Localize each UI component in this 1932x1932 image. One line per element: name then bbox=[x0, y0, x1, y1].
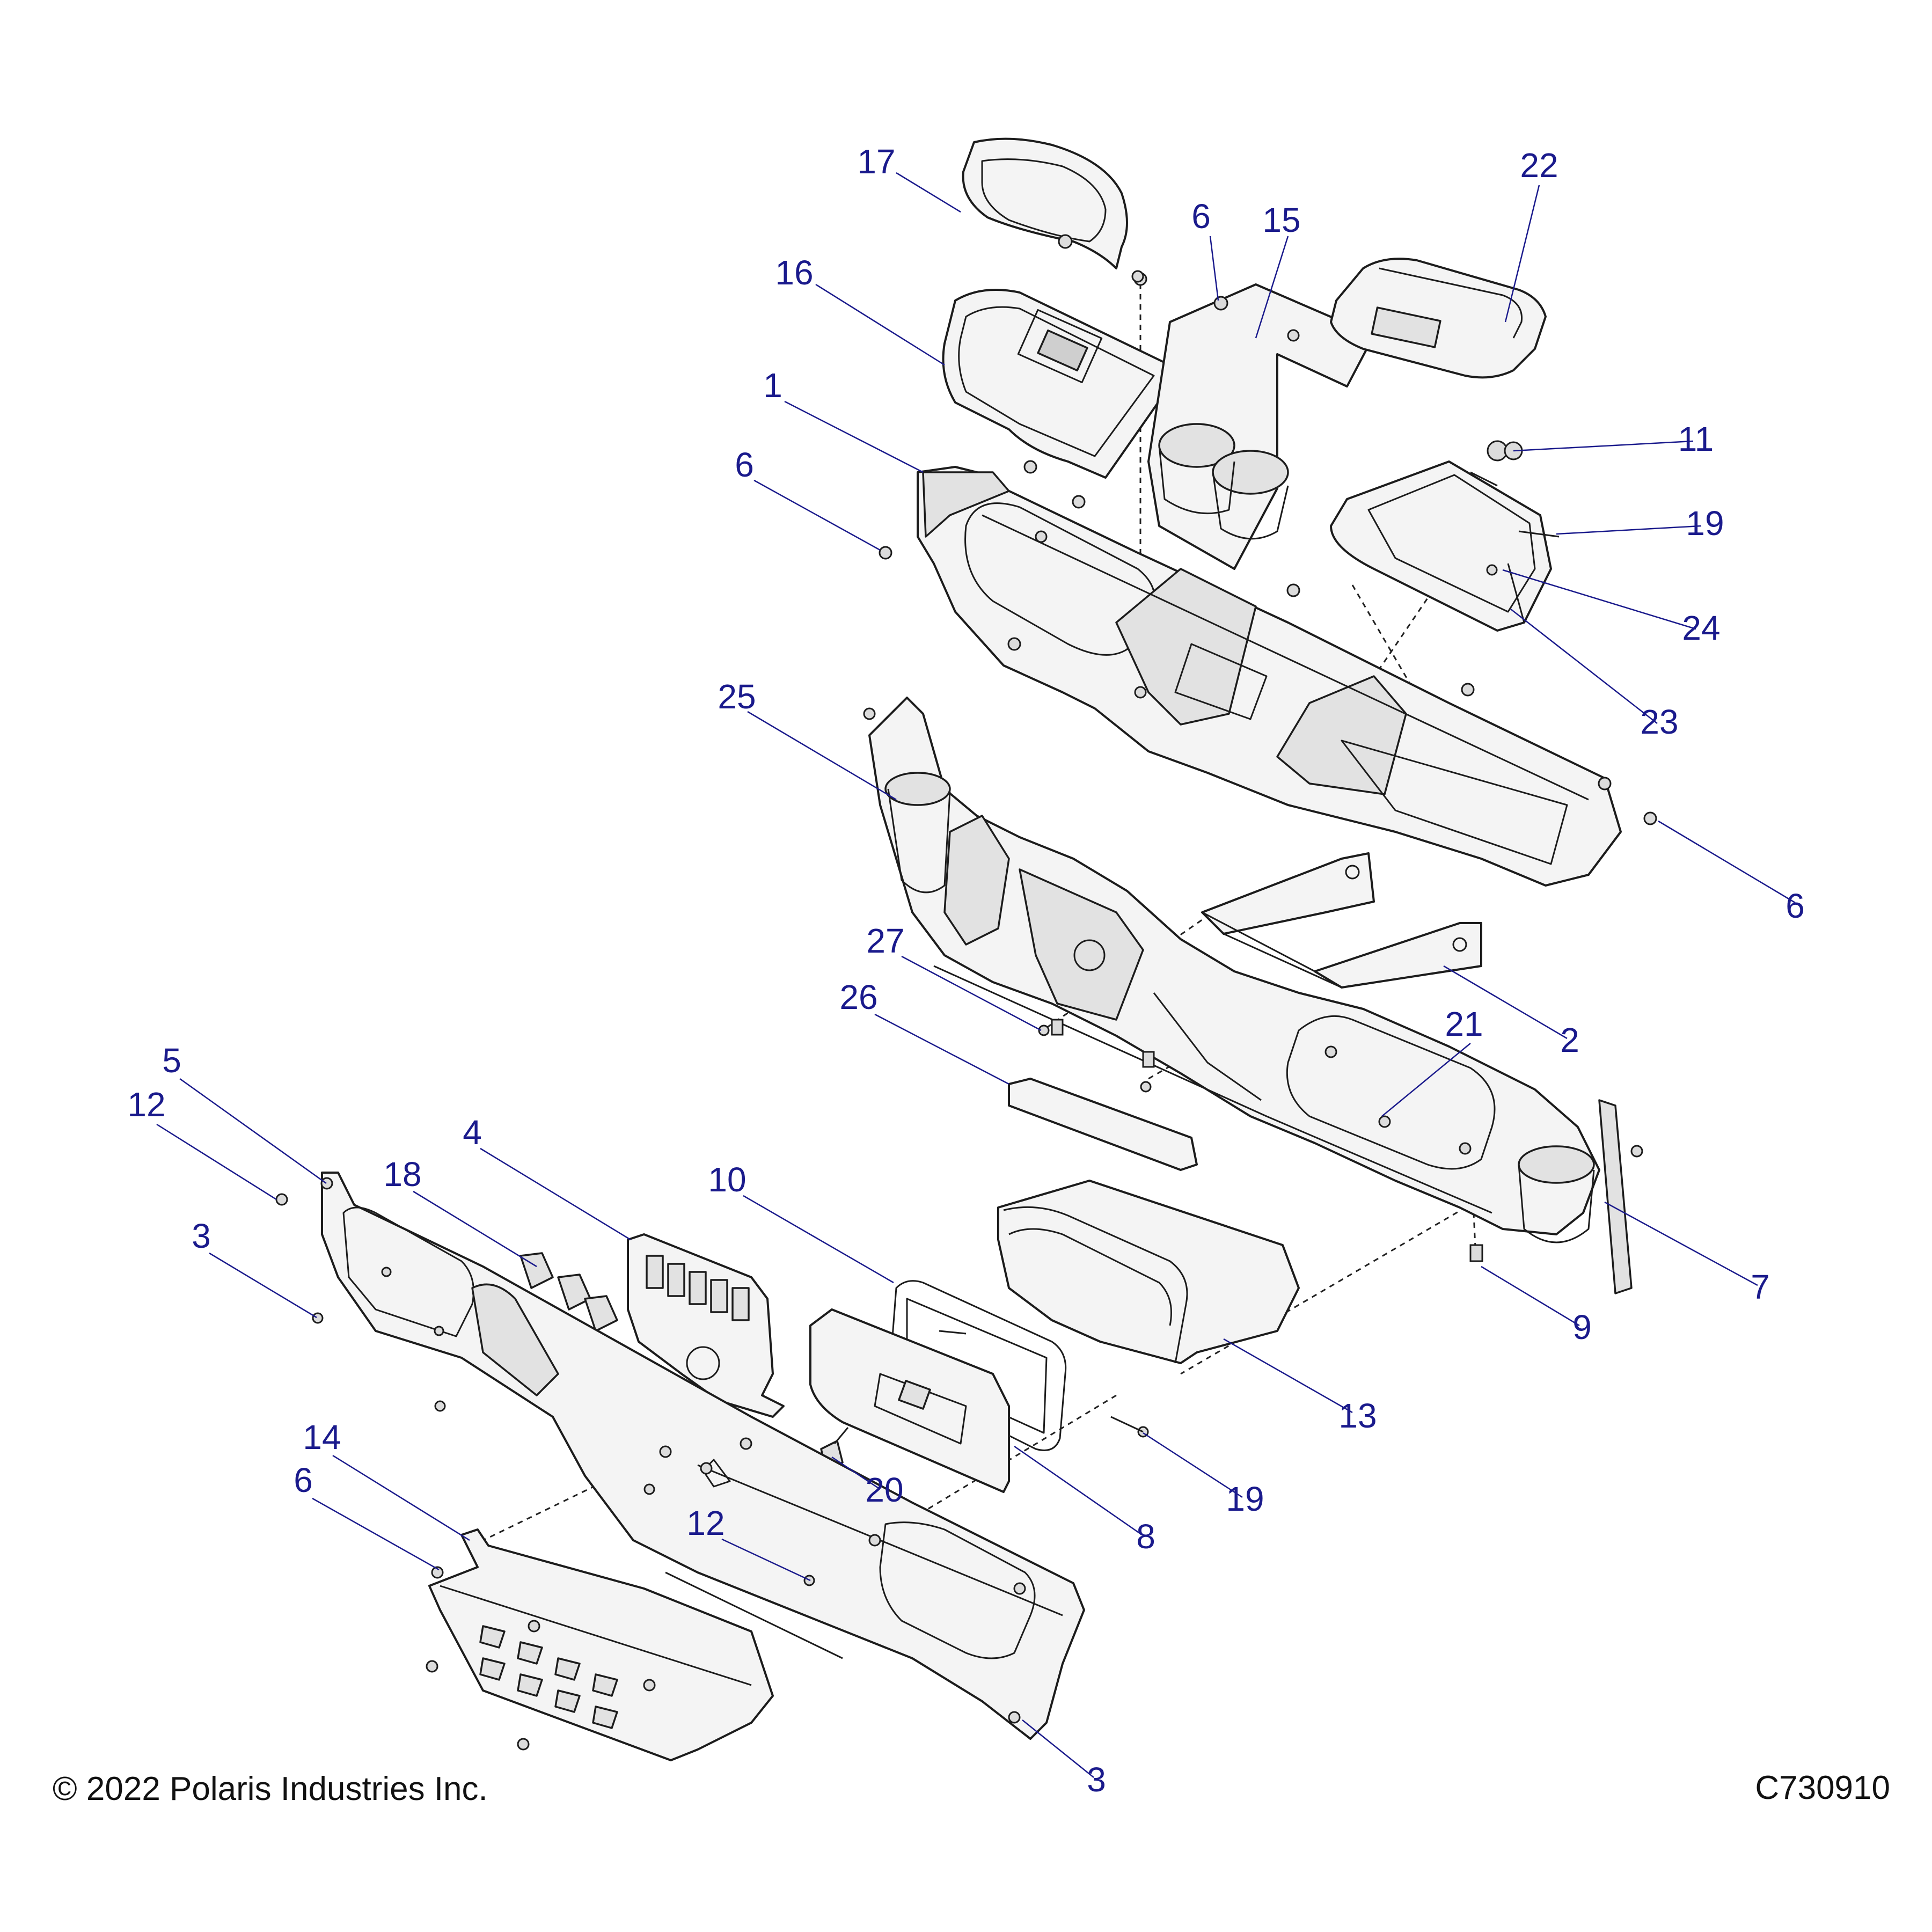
callout-leader-25 bbox=[747, 711, 897, 801]
callout-leader-21 bbox=[1381, 1043, 1471, 1117]
part-16-gauge-housing bbox=[942, 272, 1182, 479]
callout-label-8: 8 bbox=[1136, 1517, 1155, 1556]
callout-label-6: 6 bbox=[1191, 197, 1211, 236]
callout-label-15: 15 bbox=[1262, 201, 1300, 239]
callout-label-12: 12 bbox=[127, 1085, 165, 1124]
part-13-glove-box bbox=[997, 1180, 1300, 1364]
callout-leader-6 bbox=[1209, 236, 1219, 301]
callout-label-18: 18 bbox=[383, 1155, 421, 1194]
callout-label-16: 16 bbox=[775, 253, 813, 292]
part-25-lower-dash-frame bbox=[868, 697, 1633, 1294]
part-8-glove-box-door bbox=[809, 1308, 1010, 1493]
callout-label-26: 26 bbox=[839, 978, 877, 1016]
callout-label-17: 17 bbox=[857, 142, 895, 181]
callout-leader-19 bbox=[1556, 525, 1702, 535]
callout-leader-7 bbox=[1604, 1201, 1758, 1286]
callout-leader-2 bbox=[1443, 965, 1568, 1040]
callout-leader-16 bbox=[815, 283, 945, 366]
callout-leader-19 bbox=[1143, 1432, 1243, 1498]
callout-leader-24 bbox=[1502, 569, 1696, 630]
callout-label-24: 24 bbox=[1682, 609, 1720, 647]
copyright-text: © 2022 Polaris Industries Inc. bbox=[53, 1770, 488, 1807]
callout-leader-17 bbox=[896, 172, 961, 213]
callout-leader-14 bbox=[332, 1454, 470, 1541]
callout-label-6: 6 bbox=[1785, 887, 1805, 925]
callout-label-22: 22 bbox=[1520, 146, 1558, 185]
callout-label-1: 1 bbox=[763, 366, 782, 405]
callout-label-6: 6 bbox=[735, 445, 754, 484]
callout-label-23: 23 bbox=[1640, 702, 1678, 741]
callout-leader-22 bbox=[1504, 185, 1540, 323]
callout-leader-6 bbox=[312, 1497, 440, 1571]
callout-label-25: 25 bbox=[718, 677, 756, 716]
part-22-storage-cover bbox=[1330, 258, 1547, 379]
callout-leader-18 bbox=[413, 1190, 537, 1268]
part-15-cupholder-tray bbox=[1147, 283, 1375, 570]
callout-label-9: 9 bbox=[1572, 1308, 1592, 1346]
callout-leader-12 bbox=[156, 1123, 277, 1201]
callout-leader-1 bbox=[784, 400, 924, 473]
part-17-gauge-bezel bbox=[962, 137, 1128, 269]
callout-leader-12 bbox=[721, 1538, 811, 1582]
callout-label-5: 5 bbox=[162, 1041, 181, 1080]
callout-label-3: 3 bbox=[192, 1217, 211, 1255]
callout-leader-4 bbox=[480, 1147, 631, 1241]
callout-label-27: 27 bbox=[866, 921, 904, 960]
part-23-storage-bin bbox=[1330, 440, 1552, 632]
callout-label-6: 6 bbox=[294, 1461, 313, 1499]
callout-label-11: 11 bbox=[1678, 420, 1714, 458]
callout-leader-15 bbox=[1255, 236, 1289, 339]
callout-label-7: 7 bbox=[1751, 1268, 1770, 1306]
callout-leader-10 bbox=[743, 1195, 894, 1284]
part-26-trim-plate bbox=[1008, 1078, 1198, 1171]
callout-leader-6 bbox=[753, 479, 881, 551]
part-5-lower-dash-panel bbox=[320, 1172, 1085, 1740]
loose-fasteners bbox=[275, 270, 1657, 1751]
callout-leader-20 bbox=[831, 1456, 881, 1490]
callout-label-3: 3 bbox=[1087, 1760, 1106, 1799]
callout-leader-27 bbox=[901, 955, 1042, 1031]
figure-id: C730910 bbox=[1755, 1769, 1890, 1806]
callout-label-4: 4 bbox=[463, 1113, 482, 1152]
callout-label-13: 13 bbox=[1338, 1396, 1377, 1435]
callout-leader-5 bbox=[179, 1078, 327, 1184]
callout-leader-11 bbox=[1513, 440, 1694, 452]
part-14-lower-kick-panel bbox=[428, 1528, 774, 1761]
part-2-support-bracket bbox=[1201, 852, 1482, 989]
callout-label-2: 2 bbox=[1560, 1021, 1579, 1059]
callout-leader-8 bbox=[1014, 1445, 1143, 1536]
callout-label-12: 12 bbox=[686, 1504, 724, 1542]
callout-leader-9 bbox=[1481, 1265, 1580, 1327]
callout-label-10: 10 bbox=[708, 1160, 746, 1199]
callout-label-21: 21 bbox=[1445, 1005, 1483, 1043]
part-1-upper-dash bbox=[917, 466, 1622, 887]
callout-label-14: 14 bbox=[303, 1418, 341, 1457]
callout-label-20: 20 bbox=[865, 1470, 903, 1509]
callout-label-19: 19 bbox=[1226, 1480, 1264, 1518]
callout-label-19: 19 bbox=[1686, 504, 1724, 543]
part-4-switch-panel bbox=[627, 1233, 785, 1418]
callout-leader-23 bbox=[1510, 609, 1658, 724]
callout-leader-3 bbox=[1022, 1719, 1094, 1778]
callout-leader-13 bbox=[1223, 1338, 1353, 1414]
callout-leader-3 bbox=[209, 1252, 317, 1319]
callout-leader-26 bbox=[874, 1013, 1009, 1085]
callout-leader-6 bbox=[1658, 820, 1796, 904]
